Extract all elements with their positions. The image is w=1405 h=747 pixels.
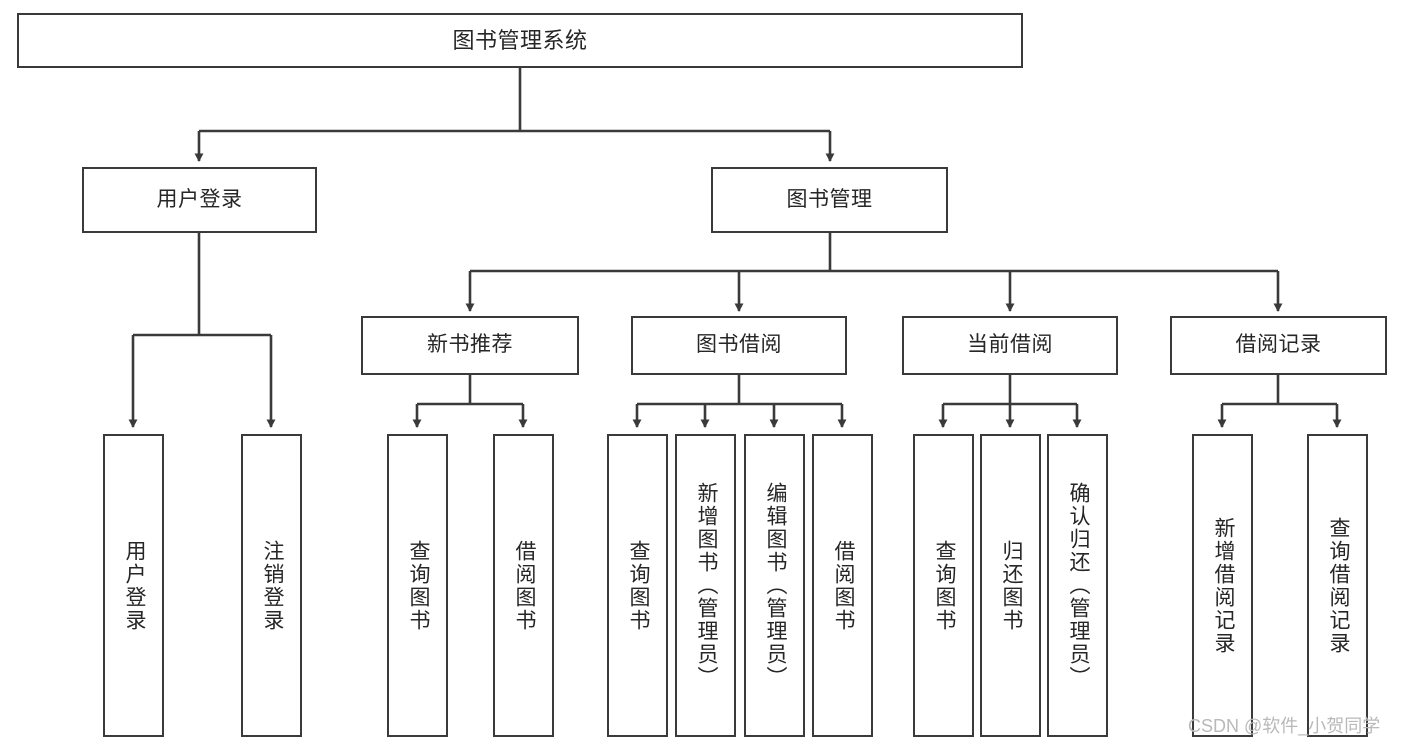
node-label: 借阅图书 xyxy=(831,539,855,632)
node-label: 编辑图书（管理员） xyxy=(763,482,787,689)
leaf-user-login-login[interactable]: 用户登录 xyxy=(103,434,164,737)
node-label: 图书管理 xyxy=(786,187,873,211)
node-label: 借阅记录 xyxy=(1235,333,1322,357)
node-book-borrow[interactable]: 图书借阅 xyxy=(631,316,847,375)
node-label: 新增图书（管理员） xyxy=(694,482,718,689)
node-root-system[interactable]: 图书管理系统 xyxy=(17,13,1023,68)
node-borrow-records[interactable]: 借阅记录 xyxy=(1170,316,1387,375)
leaf-current-query-book[interactable]: 查询图书 xyxy=(913,434,974,737)
node-current-borrow[interactable]: 当前借阅 xyxy=(902,316,1118,375)
node-label: 查询图书 xyxy=(406,539,430,632)
node-label: 确认归还（管理员） xyxy=(1066,482,1090,689)
node-label: 查询图书 xyxy=(932,539,956,632)
leaf-records-query-record[interactable]: 查询借阅记录 xyxy=(1307,434,1368,737)
node-label: 归还图书 xyxy=(999,539,1023,632)
node-label: 用户登录 xyxy=(156,187,243,211)
node-user-login[interactable]: 用户登录 xyxy=(82,167,317,233)
node-label: 注销登录 xyxy=(260,539,284,632)
node-label: 用户登录 xyxy=(122,539,146,632)
leaf-borrow-edit-book[interactable]: 编辑图书（管理员） xyxy=(744,434,805,737)
leaf-new-book-query[interactable]: 查询图书 xyxy=(387,434,448,737)
leaf-current-confirm-return[interactable]: 确认归还（管理员） xyxy=(1047,434,1108,737)
node-book-management[interactable]: 图书管理 xyxy=(711,167,948,233)
node-label: 查询图书 xyxy=(626,539,650,632)
node-label: 当前借阅 xyxy=(967,333,1053,357)
leaf-records-add-record[interactable]: 新增借阅记录 xyxy=(1192,434,1253,737)
leaf-borrow-borrow-book[interactable]: 借阅图书 xyxy=(812,434,873,737)
node-label: 新增借阅记录 xyxy=(1211,516,1235,655)
leaf-user-login-logout[interactable]: 注销登录 xyxy=(241,434,302,737)
node-label: 查询借阅记录 xyxy=(1326,516,1350,655)
leaf-new-book-borrow[interactable]: 借阅图书 xyxy=(493,434,554,737)
leaf-borrow-add-book[interactable]: 新增图书（管理员） xyxy=(675,434,736,737)
node-label: 新书推荐 xyxy=(427,333,513,357)
node-label: 图书借阅 xyxy=(696,333,782,357)
node-label: 借阅图书 xyxy=(512,539,536,632)
node-label: 图书管理系统 xyxy=(452,27,588,53)
leaf-borrow-query-book[interactable]: 查询图书 xyxy=(607,434,668,737)
csdn-watermark: CSDN @软件_小贺同学 xyxy=(1188,716,1381,736)
node-new-book-recommend[interactable]: 新书推荐 xyxy=(361,316,579,375)
leaf-current-return-book[interactable]: 归还图书 xyxy=(980,434,1041,737)
